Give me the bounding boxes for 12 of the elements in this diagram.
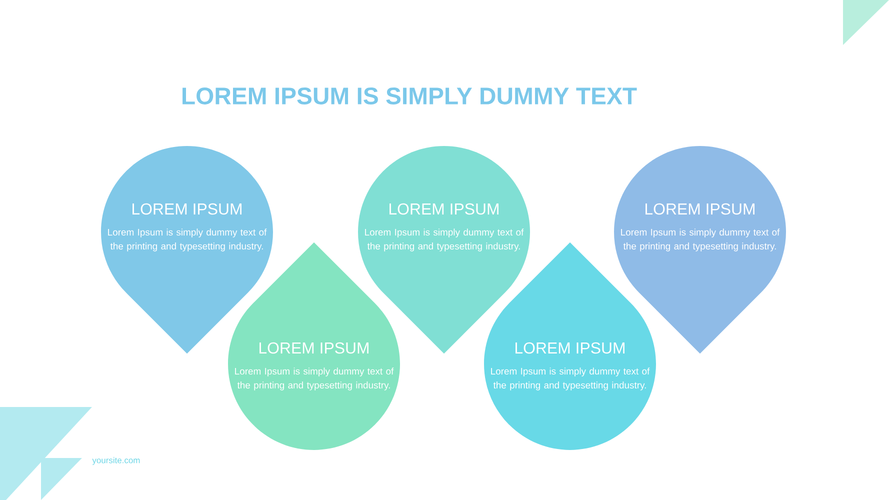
heading: LOREM IPSUM [516, 342, 624, 354]
body-text: Lorem Ipsum is simply dummy text of the printing and typesetting industry. [235, 368, 394, 390]
body-text: Lorem Ipsum is simply dummy text of the printing and typesetting industry. [108, 228, 267, 252]
body-text: Lorem Ipsum is simply dummy text of the printing and typesetting industry. [365, 228, 524, 252]
heading: LOREM IPSUM [260, 342, 368, 354]
heading: LOREM IPSUM [132, 203, 242, 215]
body-text: Lorem Ipsum is simply dummy text of the printing and typesetting industry. [621, 228, 780, 252]
heading: LOREM IPSUM [390, 203, 498, 215]
heading: LOREM IPSUM [646, 203, 754, 215]
body-text: Lorem Ipsum is simply dummy text of the printing and typesetting industry. [491, 368, 650, 390]
title: LOREM IPSUM IS SIMPLY DUMMY TEXT [182, 88, 637, 104]
footer-url: yoursite.com [92, 457, 140, 465]
